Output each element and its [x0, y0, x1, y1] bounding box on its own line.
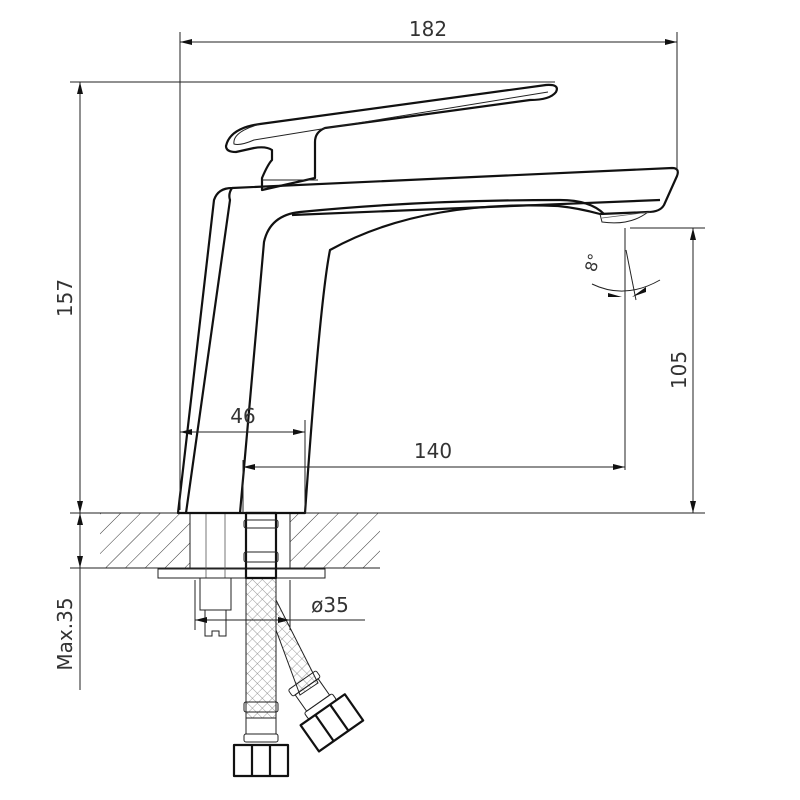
dim-spout-reach: 140	[414, 439, 452, 463]
dim-base-depth: 46	[230, 404, 255, 428]
mounting-stud	[199, 513, 232, 637]
dim-overall-width: 182	[409, 17, 447, 41]
faucet-body	[176, 83, 679, 515]
dim-spout-height: 105	[667, 351, 691, 389]
dim-hole-diameter: ø35	[311, 593, 349, 617]
dim-overall-height: 157	[53, 279, 77, 317]
dim-spout-angle: 8°	[581, 251, 604, 273]
dimension-lines	[70, 32, 705, 690]
supply-hoses	[232, 511, 365, 778]
dim-max-thickness: Max.35	[53, 597, 77, 670]
countertop	[70, 512, 705, 579]
